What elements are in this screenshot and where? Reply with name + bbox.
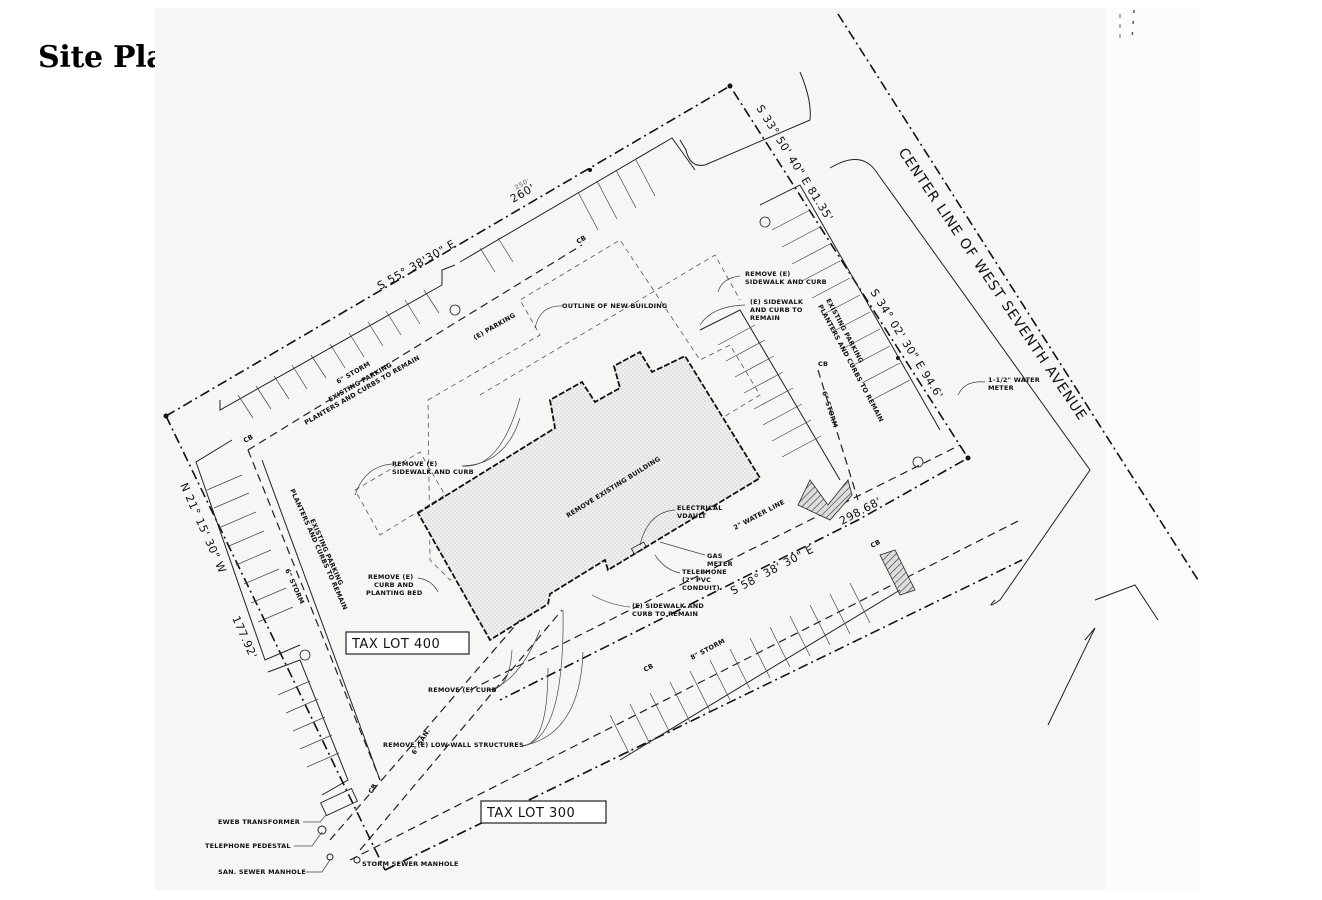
remove-sidewalk-mid-1: REMOVE (E)	[392, 460, 437, 468]
storm-sewer-manhole-label: STORM SEWER MANHOLE	[362, 860, 459, 868]
cb-north-label: CB	[575, 234, 588, 246]
gas-meter-2: METER	[707, 560, 733, 568]
existing-parking-label: (E) PARKING	[472, 311, 517, 342]
tax-lot-400: TAX LOT 400	[345, 631, 470, 655]
sidewalk-remain-1: (E) SIDEWALK	[750, 298, 804, 306]
san-sewer-manhole-label: SAN. SEWER MANHOLE	[218, 868, 306, 876]
bearing-north: S 55° 38'30" E	[375, 237, 458, 292]
property-boundary	[163, 83, 1023, 871]
new-building-outline	[354, 239, 761, 581]
telephone-pedestal-label: TELEPHONE PEDESTAL	[205, 842, 291, 850]
remove-low-wall-label: REMOVE (E) LOW-WALL STRUCTURES	[383, 741, 524, 749]
gas-meter-1: GAS	[707, 552, 723, 560]
storm-8in-label: 8" STORM	[689, 637, 726, 662]
sidewalk-south-2: CURB TO REMAIN	[632, 610, 698, 618]
remove-sidewalk-top-1: REMOVE (E)	[745, 270, 790, 278]
bearing-west: N 21° 15' 30" W	[177, 481, 229, 576]
bearing-south: S 58° 38' 30" E	[728, 543, 816, 598]
cb-southwest-label: CB	[367, 782, 379, 795]
telephone-2: (2" PVC	[682, 576, 711, 584]
telephone-1: TELEPHONE	[682, 568, 727, 576]
ewb-transformer-label: EWEB TRANSFORMER	[218, 818, 300, 826]
existing-building: REMOVE EXISTING BUILDING	[416, 350, 762, 642]
remove-sidewalk-top-2: SIDEWALK AND CURB	[745, 278, 827, 286]
sheet-edge-marks	[1119, 9, 1135, 42]
storm-6in-east-label: 6" STORM	[820, 390, 839, 429]
sidewalk-south-1: (E) SIDEWALK AND	[632, 602, 704, 610]
sidewalk-remain-2: AND CURB TO	[750, 306, 803, 314]
telephone-3: CONDUIT)	[682, 584, 720, 592]
remove-planting-2: CURB AND	[374, 581, 414, 589]
tax-lot-300: TAX LOT 300	[480, 800, 607, 824]
remove-planting-1: REMOVE (E)	[368, 573, 413, 581]
electrical-vault-2: VDAULT	[677, 512, 707, 520]
tax-lot-400-label: TAX LOT 400	[351, 637, 440, 652]
remove-curb-label: REMOVE (E) CURB	[428, 686, 497, 694]
tax-lot-300-label: TAX LOT 300	[486, 806, 575, 821]
bearing-east-upper: S 33° 50' 40" E 81.35'	[753, 103, 835, 224]
sidewalk-remain-3: REMAIN	[750, 314, 780, 322]
cb-east-label: CB	[818, 360, 828, 368]
outline-new-building-label: OUTLINE OF NEW BUILDING	[562, 302, 667, 310]
street-west-seventh-avenue: CENTER LINE OF WEST SEVENTH AVENUE	[679, 13, 1199, 726]
cb-southeast-label: CB	[869, 538, 882, 550]
bearing-east-lower: S 34° 02' 30" E 94.6'	[867, 287, 945, 402]
length-west: 177.92'	[229, 614, 259, 661]
south-parking-row: CB CB	[609, 538, 901, 761]
cb-northwest-label: CB	[242, 433, 255, 445]
water-meter-1: 1-1/2" WATER	[988, 376, 1040, 384]
remove-sidewalk-mid-2: SIDEWALK AND CURB	[392, 468, 474, 476]
drawing-sheet-edge	[1105, 8, 1200, 890]
annotations: OUTLINE OF NEW BUILDING REMOVE (E) SIDEW…	[205, 270, 1040, 876]
remove-planting-3: PLANTING BED	[366, 589, 423, 597]
cb-south-label: CB	[642, 662, 655, 674]
water-line-label: 2" WATER LINE	[732, 498, 786, 532]
water-meter-2: METER	[988, 384, 1014, 392]
electrical-vault-1: ELECTRICAL	[677, 504, 723, 512]
